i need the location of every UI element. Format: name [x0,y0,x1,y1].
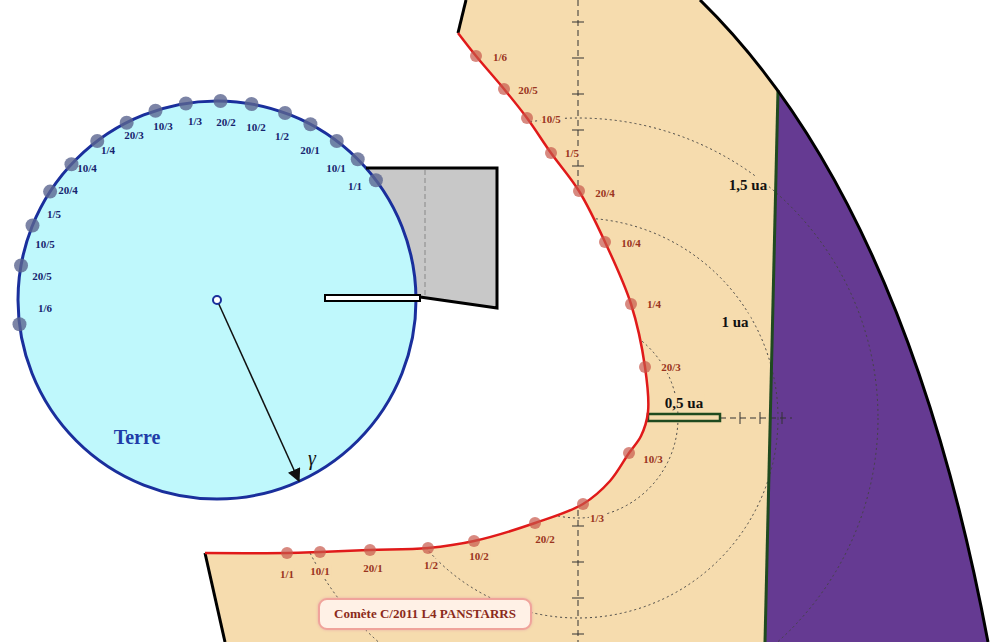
axis-line [720,418,792,419]
scale-bar [648,414,720,421]
comet-position-dot [422,542,434,554]
comet-position-dot [639,361,651,373]
comet-position-dot [573,185,585,197]
axis-tick [572,454,584,455]
comet-date-label: 10/2 [468,550,490,562]
comet-date-label: 10/5 [540,113,562,125]
comet-date-label: 1/6 [492,51,508,63]
distance-label: 0,5 ua [663,395,705,412]
comet-position-dot [281,547,293,559]
axis-tick [572,166,584,167]
earth-circle: Terre [17,100,417,500]
comet-position-dot [625,298,637,310]
axis-tick [572,490,584,491]
earth-shape [17,100,417,500]
caption-text: Comète C/2011 L4 PANSTARRS [334,606,516,622]
comet-position-dot [364,544,376,556]
axis-tick [572,202,584,203]
comet-position-dot [529,517,541,529]
outer-border [205,553,225,642]
earth-position-dot [245,97,259,111]
comet-date-label: 10/4 [620,237,642,249]
earth-position-dot [369,173,383,187]
axis-tick [572,130,584,131]
comet-position-dot [468,535,480,547]
earth-position-dot [25,218,39,232]
earth-position-dot [12,317,26,331]
earth-position-dot [303,117,317,131]
earth-label: Terre [114,426,161,449]
axis-tick [572,382,584,383]
comet-position-dot [545,147,557,159]
axis-tick [572,238,584,239]
boundary-line [765,90,778,642]
comet-date-label: 10/3 [642,453,664,465]
comet-date-label: 1/3 [589,512,605,524]
earth-position-dot [149,104,163,118]
comet-date-label: 1/1 [279,568,295,580]
comet-position-dot [623,447,635,459]
earth-position-dot [43,185,57,199]
axis-tick [572,310,584,311]
axis-tick [572,634,584,635]
outer-border [458,0,466,33]
direction-arrow [217,300,299,481]
earth-position-dot [351,152,365,166]
axis-tick [782,412,783,424]
comet-date-label: 1/5 [564,147,580,159]
distance-label: 1 ua [719,314,750,331]
axis-tick [740,412,741,424]
axis-tick [572,274,584,275]
axis-tick [572,22,584,23]
earth-position-dot [14,258,28,272]
comet-position-dot [521,112,533,124]
comet-date-label: 10/1 [309,565,331,577]
comet-position-dot [470,50,482,62]
axis-tick [572,94,584,95]
comet-position-dot [599,236,611,248]
axis-tick [760,412,761,424]
comet-date-label: 20/2 [534,533,556,545]
earth-position-dot [278,106,292,120]
comet-position-dot [577,498,589,510]
comet-date-label: 1/4 [646,298,662,310]
earth-position-dot [213,94,227,108]
outer-border [700,0,988,642]
comet-position-dot [314,546,326,558]
axis-tick [572,598,584,599]
earth-position-dot [90,134,104,148]
earth-position-dot [179,96,193,110]
earth-position-dot [120,116,134,130]
observer-outline [366,168,497,308]
observer-dash [425,170,426,296]
axis-tick [572,346,584,347]
comet-date-label: 20/1 [362,562,384,574]
caption-box: Comète C/2011 L4 PANSTARRS [318,598,532,630]
comet-date-label: 20/3 [660,361,682,373]
sun-marker [213,296,221,304]
earth-position-dot [64,157,78,171]
axis-line [578,0,579,642]
axis-tick [572,526,584,527]
purple-region [765,0,992,642]
earth-position-dot [330,134,344,148]
comet-date-label: 20/5 [517,84,539,96]
comet-date-label: 1/2 [423,559,439,571]
comet-position-dot [498,83,510,95]
comet-date-label: 20/4 [594,187,616,199]
observer-bar [325,295,420,301]
axis-tick [572,418,584,419]
axis-tick [572,58,584,59]
axis-tick [572,562,584,563]
distance-label: 1,5 ua [727,177,769,194]
